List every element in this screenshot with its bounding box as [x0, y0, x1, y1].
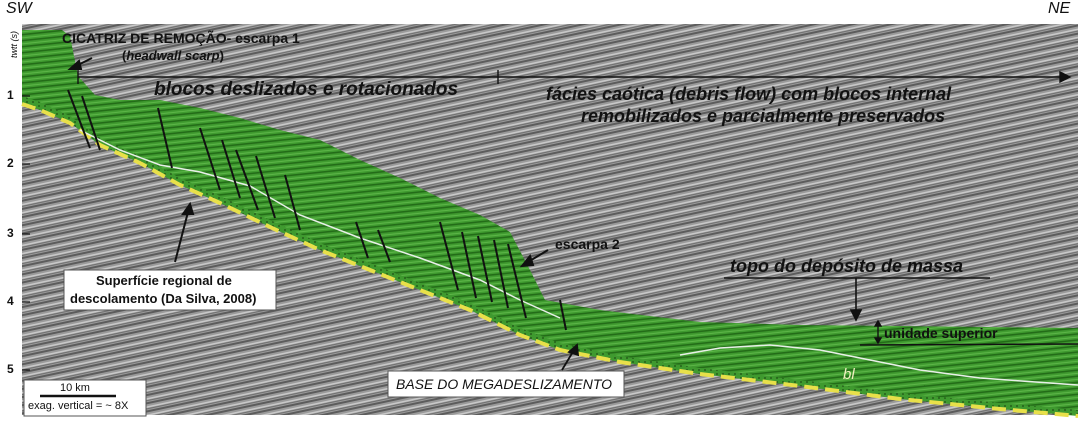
fault: [199, 127, 221, 191]
headwall-close-paren: ): [219, 48, 224, 63]
fault: [221, 139, 241, 199]
fault: [81, 95, 101, 151]
base-label: BASE DO MEGADESLIZAMENTO: [396, 376, 613, 392]
escarpa2-arrow: [519, 249, 549, 268]
internal-white-reflector: [79, 129, 561, 319]
chaotic-label-line2: remobilizados e parcialmente preservados: [581, 106, 946, 126]
ne-label: NE: [1048, 0, 1071, 17]
fault: [235, 149, 259, 211]
topo-label: topo do depósito de massa: [730, 256, 964, 276]
tick-label-1: 1: [7, 88, 14, 102]
extent-arrow: [77, 70, 1072, 84]
headwall-sub-text: headwall scarp: [126, 48, 220, 63]
tick-label-3: 3: [7, 226, 14, 240]
slide-deposit: [22, 30, 1078, 412]
fault-lines: [67, 89, 567, 331]
fault: [255, 155, 276, 219]
unidade-marker: [873, 319, 883, 345]
fault: [461, 231, 477, 299]
superficie-label-line1: Superfície regional de: [96, 273, 232, 288]
fault: [559, 299, 567, 331]
fault: [477, 235, 493, 303]
scale-box: [23, 379, 147, 417]
fault: [493, 239, 509, 309]
sw-label: SW: [6, 0, 32, 17]
bl-white-reflector: [679, 344, 1078, 386]
fault: [439, 221, 459, 291]
fault: [355, 221, 369, 259]
unidade-label: unidade superior: [884, 325, 998, 341]
scale-exaggeration: exag. vertical = ~ 8X: [28, 400, 129, 412]
fault: [377, 229, 391, 263]
superficie-label-line2: descolamento (Da Silva, 2008): [70, 291, 257, 306]
base-arrow: [561, 343, 580, 371]
blocks-label: blocos deslizados e rotacionados: [154, 79, 459, 100]
headwall-subtitle: (headwall scarp): [122, 48, 224, 63]
tick-label-5: 5: [7, 362, 14, 376]
detachment-surface: [21, 102, 1078, 418]
upper-unit-base-line: [859, 343, 1078, 346]
twtt-axis-ticks: [22, 95, 30, 371]
topo-arrow: [724, 277, 990, 322]
fault: [157, 107, 173, 169]
superficie-arrow: [174, 201, 195, 263]
bl-label: bl: [843, 366, 855, 383]
chaotic-label-line1: fácies caótica (debris flow) com blocos …: [546, 84, 952, 104]
fault: [67, 89, 91, 149]
escarpa2-label: escarpa 2: [555, 236, 620, 252]
tick-label-4: 4: [7, 294, 14, 308]
twtt-axis-label: twtt (s): [9, 31, 19, 58]
headwall-open-paren: (: [122, 48, 127, 63]
superficie-label-box: [63, 269, 277, 311]
tick-label-2: 2: [7, 156, 14, 170]
base-label-box: [387, 370, 625, 398]
fault: [284, 174, 301, 231]
scale-distance: 10 km: [60, 382, 90, 394]
headwall-arrow: [67, 57, 93, 70]
headwall-title: CICATRIZ DE REMOÇÃO- escarpa 1: [62, 30, 300, 46]
fault: [507, 243, 527, 319]
